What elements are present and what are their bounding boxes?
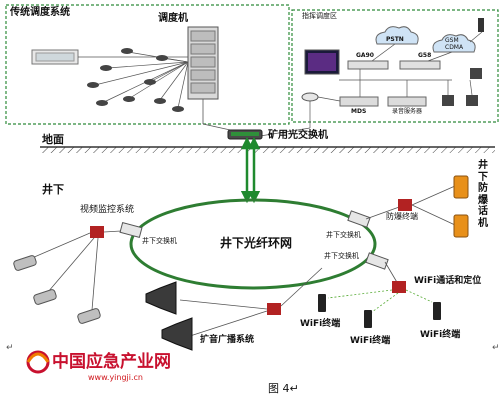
loudspeaker-icon: [145, 281, 177, 315]
camera-icon: [33, 289, 57, 305]
wifi-handset-icon: [364, 310, 372, 328]
surface-dispatch-box: [5, 4, 290, 125]
ring-network-label: 井下光纤环网: [220, 236, 293, 250]
ring-switch-icon: [365, 252, 389, 270]
command-area-box: [291, 9, 499, 123]
explosion-terminal-group: [365, 175, 469, 238]
gsm-cdma-label: GSM CDMA: [445, 37, 464, 51]
phone-icon: [154, 98, 166, 104]
wifi-terminal-3-label: WiFi终端: [420, 330, 461, 340]
surface-phones: [87, 48, 184, 112]
uplink-arrows: [240, 136, 261, 204]
explosion-terminal-label: 防爆终端: [386, 212, 418, 221]
recording-server-label: 录音服务器: [392, 108, 423, 115]
pstn-label: PSTN: [386, 36, 404, 43]
video-encoder-icon: [90, 226, 104, 238]
camera-icon: [77, 308, 101, 324]
broadcast-group: [145, 267, 323, 351]
paragraph-mark-left: ↵: [6, 343, 14, 353]
phone-icon: [172, 106, 184, 112]
phone-fanout: [94, 51, 189, 109]
camera-icon: [13, 255, 37, 271]
ring-switch-right2-label: 井下交换机: [324, 252, 359, 260]
phone-icon: [123, 96, 135, 102]
ring-switch-right1-label: 井下交换机: [326, 231, 361, 239]
traditional-dispatch-label: 传统调度系统: [10, 7, 70, 18]
phone-icon: [87, 82, 99, 88]
mine-switch-label: 矿用光交换机: [268, 130, 328, 141]
brand-name: 中国应急产业网: [52, 352, 171, 372]
paragraph-mark-right: ↵: [492, 343, 500, 353]
brand-url: www.yingji.cn: [88, 373, 143, 382]
wifi-terminal-2-label: WiFi终端: [350, 336, 391, 346]
g58-label: G58: [418, 52, 432, 59]
underground-label: 井下: [42, 183, 64, 196]
phone-icon: [121, 48, 133, 54]
wifi-terminal-1-label: WiFi终端: [300, 319, 341, 329]
brand-logo-icon: [26, 350, 50, 374]
wifi-handset-icon: [433, 302, 441, 320]
video-system-label: 视频监控系统: [80, 205, 135, 215]
wifi-node-group: [318, 261, 441, 328]
dispatcher-rack-icon: [187, 26, 219, 100]
wifi-location-label: WiFi通话和定位: [414, 276, 482, 286]
phone-icon: [144, 79, 156, 85]
ring-switches: [119, 210, 389, 270]
desk-phone-icon: [470, 68, 482, 79]
phone-icon: [100, 65, 112, 71]
router-icon: [301, 92, 319, 102]
ground-line: [40, 146, 495, 153]
ga90-device-icon: [347, 60, 389, 70]
ga90-label: GA90: [356, 52, 374, 59]
phone-icon: [156, 55, 168, 61]
dispatcher-label: 调度机: [158, 13, 188, 24]
desk-phone-icon: [442, 95, 454, 106]
broadcast-amp-icon: [267, 303, 281, 315]
broadcast-system-label: 扩音广播系统: [200, 335, 255, 345]
wifi-ap-icon: [392, 281, 406, 293]
fiber-ring: [129, 198, 377, 290]
command-area-devices: [259, 18, 484, 137]
mds-label: MDS: [351, 108, 367, 115]
figure-caption: 图 4↵: [268, 382, 299, 395]
terminal-icon: [398, 199, 412, 211]
pstn-cloud-icon: [375, 26, 419, 45]
mine-switch-icon: [227, 129, 263, 140]
wifi-handset-icon: [318, 294, 326, 312]
explosion-phone-icon: [453, 175, 469, 199]
desk-phone-icon: [466, 95, 478, 106]
explosion-phone-label: 井 下 防 爆 话 机: [478, 160, 488, 229]
ring-switch-icon: [119, 221, 143, 239]
recording-server-icon: [387, 96, 427, 107]
command-area-label: 指挥调度区: [302, 12, 337, 20]
ring-switch-left-label: 井下交换机: [142, 237, 177, 245]
loudspeaker-icon: [161, 317, 193, 351]
ground-label: 地面: [42, 133, 64, 146]
video-system: [13, 226, 122, 324]
dispatch-console-icon: [31, 49, 190, 65]
mobile-phone-icon: [478, 18, 484, 32]
gsm-cloud-icon: [432, 34, 476, 53]
phone-icon: [96, 100, 108, 106]
explosion-phone-icon: [453, 214, 469, 238]
g58-device-icon: [399, 60, 441, 70]
ring-switch-icon: [347, 210, 371, 228]
mds-server-icon: [339, 96, 379, 107]
